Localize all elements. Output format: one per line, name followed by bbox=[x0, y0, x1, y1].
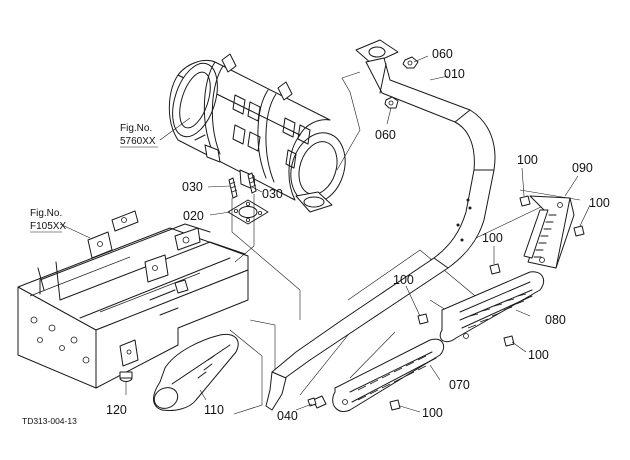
callout-040: 040 bbox=[277, 409, 298, 423]
callout-100-upper-left: 100 bbox=[517, 153, 538, 167]
callout-060-top: 060 bbox=[432, 47, 453, 61]
heat-shield-070 bbox=[332, 338, 445, 412]
clamp-bolt-040 bbox=[307, 395, 327, 409]
callout-010: 010 bbox=[444, 67, 465, 81]
callout-020: 020 bbox=[183, 209, 204, 223]
drawing-id: TD313-004-13 bbox=[22, 416, 77, 426]
callout-080: 080 bbox=[545, 313, 566, 327]
muffler-assembly bbox=[168, 53, 346, 213]
callout-110: 110 bbox=[204, 403, 224, 417]
heat-shield-080 bbox=[439, 271, 545, 343]
callout-060-lower: 060 bbox=[375, 128, 396, 142]
callout-090: 090 bbox=[572, 161, 593, 175]
callout-070: 070 bbox=[449, 378, 470, 392]
fig-ref-frame-line1: Fig.No. bbox=[30, 208, 62, 219]
callout-100-upper-right: 100 bbox=[589, 196, 610, 210]
washer-nut-120 bbox=[119, 371, 133, 382]
callout-labels: 060 010 060 030 030 020 100 090 100 100 … bbox=[22, 47, 610, 426]
chassis-frame bbox=[17, 210, 249, 389]
callout-030-left: 030 bbox=[182, 180, 203, 194]
callout-100-left: 100 bbox=[393, 273, 414, 287]
callout-100-bottom: 100 bbox=[422, 406, 443, 420]
callout-100-lower-right: 100 bbox=[528, 348, 549, 362]
exhaust-pipe bbox=[265, 39, 496, 411]
callout-120: 120 bbox=[106, 403, 127, 417]
fig-ref-frame-line2: F105XX bbox=[30, 221, 66, 232]
callout-100-middle: 100 bbox=[482, 231, 503, 245]
callout-030-right: 030 bbox=[262, 187, 283, 201]
tail-pipe-110 bbox=[153, 333, 239, 411]
gasket bbox=[227, 199, 269, 225]
callout-leaders bbox=[125, 55, 591, 413]
bolts-100 bbox=[389, 195, 585, 411]
fig-ref-muffler-line1: Fig.No. bbox=[120, 123, 152, 134]
nuts-060 bbox=[384, 56, 419, 109]
fig-ref-muffler-line2: 5760XX bbox=[120, 136, 156, 147]
heat-shield-090 bbox=[523, 195, 575, 269]
